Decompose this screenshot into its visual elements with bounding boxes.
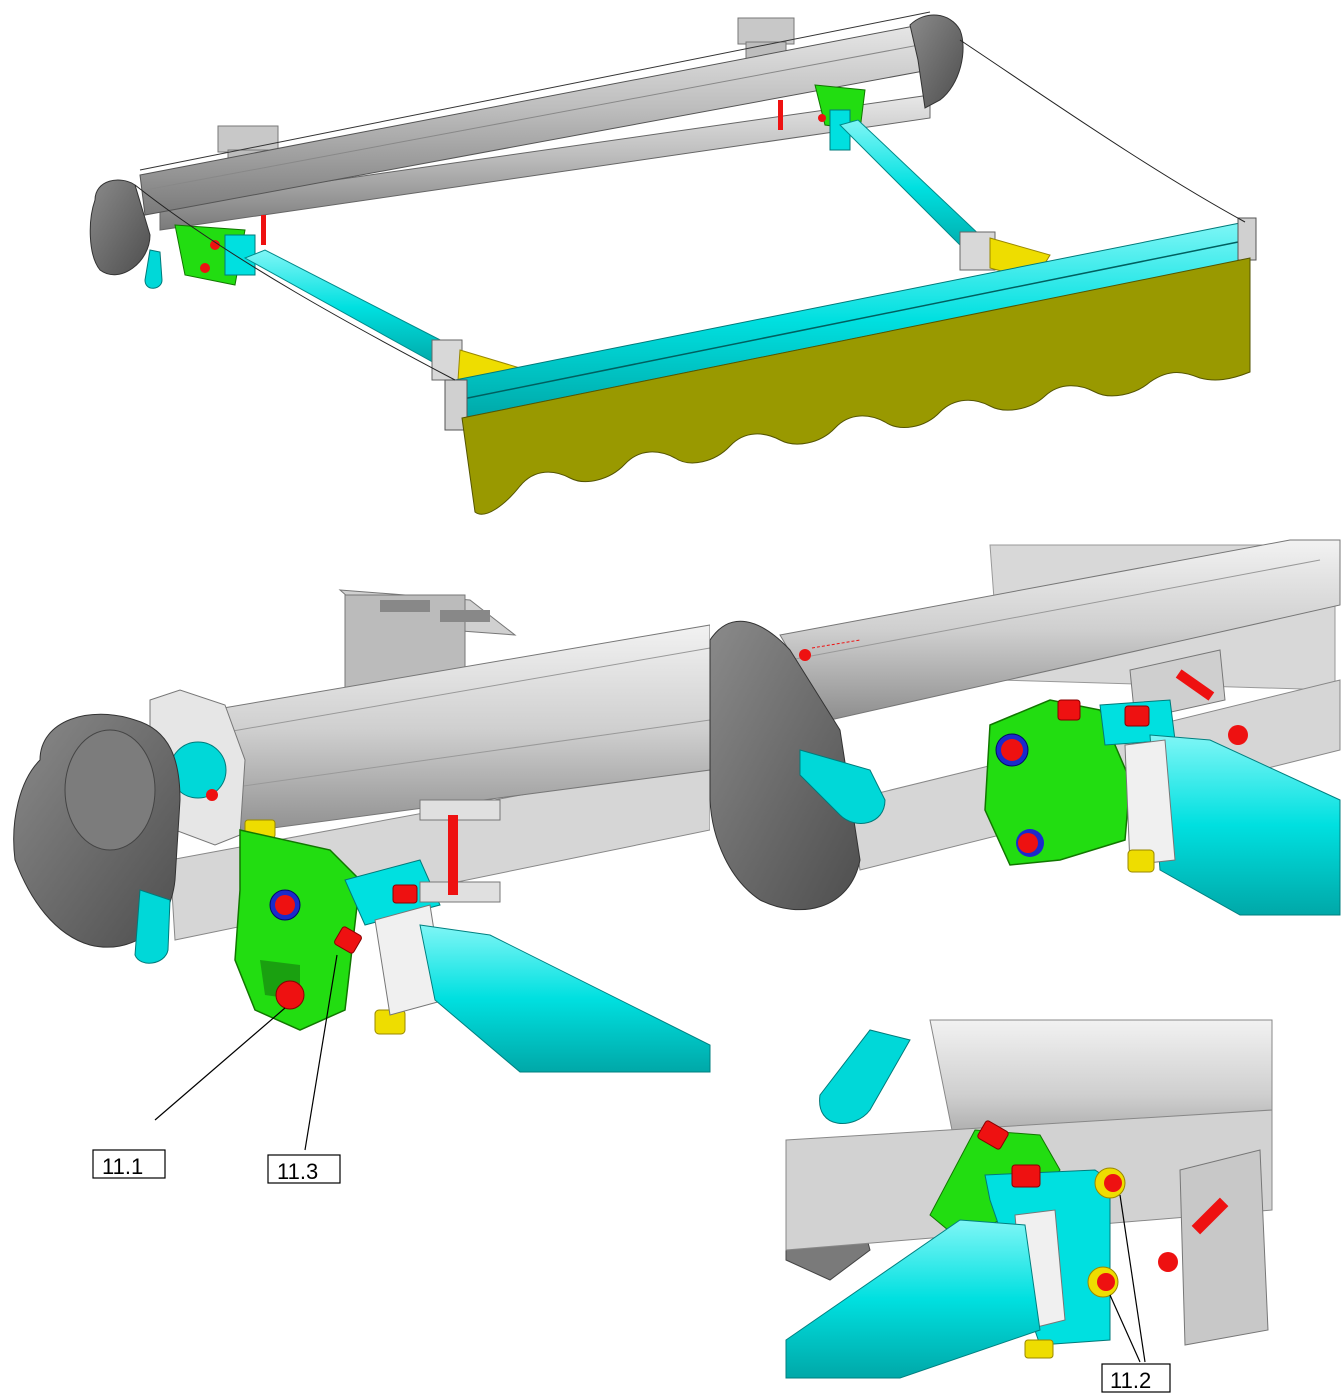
end-cap-right: [909, 14, 964, 109]
callout-label-11-1: 11.1: [102, 1154, 143, 1179]
detail2-end-cap: [709, 620, 861, 911]
front-bar-end-left: [444, 379, 468, 431]
callout-label-11-2: 11.2: [1110, 1368, 1151, 1393]
callout-label-11-3: 11.3: [277, 1159, 318, 1184]
detail2-arm: [1149, 734, 1341, 916]
detail2-crank-eye: [799, 749, 886, 824]
detail-view-right-bottom: [785, 1019, 1273, 1379]
detail-arm: [419, 924, 711, 1073]
arm-mount-left: [174, 215, 266, 286]
detail-crank-eye: [134, 889, 171, 964]
elbow-left: [431, 339, 463, 381]
back-rail: [159, 94, 931, 231]
callout-11-3: 11.3: [267, 954, 341, 1184]
crank-eye: [144, 249, 163, 289]
front-bar-end-right: [1237, 217, 1257, 261]
detail3-crank-eye: [819, 1029, 911, 1124]
detail-view-left: [13, 589, 711, 1073]
overview-view: [89, 11, 1257, 515]
callout-11-1: 11.1: [92, 1007, 286, 1179]
detail3-arm: [785, 1219, 1041, 1379]
callout-11-2: 11.2: [1101, 1194, 1171, 1393]
detail-view-right-top: [709, 539, 1341, 920]
arm-left-rear: [243, 249, 451, 366]
arm-mount-right: [778, 84, 866, 151]
detail-bolt-lower: [275, 980, 305, 1010]
valance-fabric: [461, 257, 1251, 515]
end-cap-left: [89, 179, 151, 276]
